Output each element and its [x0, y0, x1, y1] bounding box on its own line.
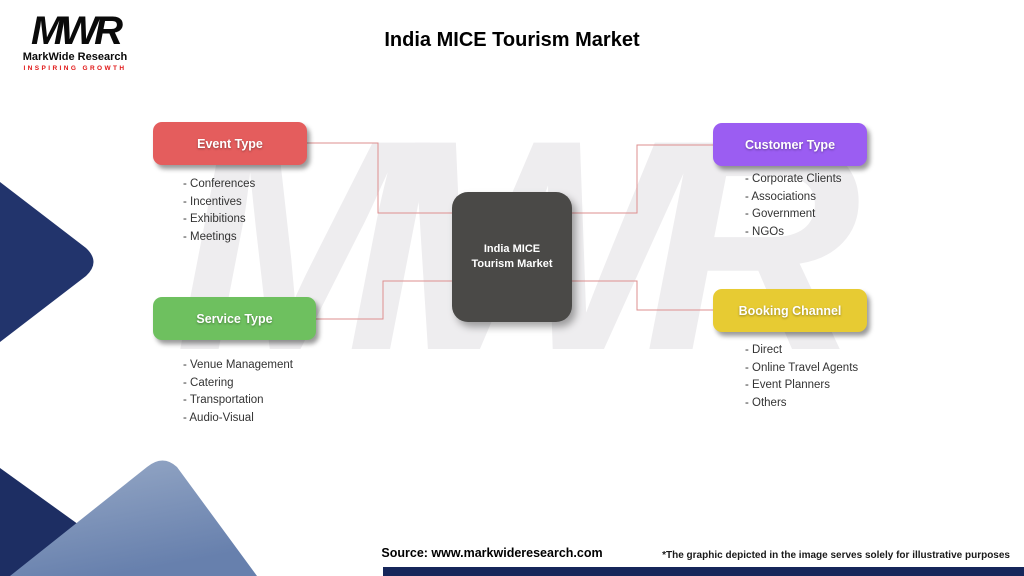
list-item: - Corporate Clients: [745, 173, 842, 185]
list-item: - Online Travel Agents: [745, 361, 859, 374]
list-item: - Direct: [745, 344, 783, 356]
list-item: - Incentives: [183, 195, 242, 208]
disclaimer-text: *The graphic depicted in the image serve…: [662, 550, 1010, 561]
node-booking-channel: Booking Channel: [713, 289, 867, 332]
list-item: - Catering: [183, 376, 234, 389]
node-event-type: Event Type: [153, 122, 307, 165]
page-title: India MICE Tourism Market: [384, 29, 640, 51]
list-item: - Venue Management: [183, 359, 293, 371]
source-text: Source: www.markwideresearch.com: [381, 546, 603, 560]
central-node-label: India MICE Tourism Market: [471, 243, 553, 270]
left-navy-triangle: [0, 182, 94, 342]
list-item: - Others: [745, 396, 787, 409]
event-type-list: - Conferences - Incentives - Exhibitions…: [183, 176, 255, 246]
node-customer-type: Customer Type: [713, 123, 867, 166]
list-item: - NGOs: [745, 225, 784, 238]
booking-channel-list: - Direct - Online Travel Agents - Event …: [745, 342, 858, 412]
list-item: - Government: [745, 208, 816, 221]
node-service-type: Service Type: [153, 297, 316, 340]
markwide-logo: MWR MarkWide Research Inspiring Growth: [20, 9, 130, 72]
list-item: - Event Planners: [745, 379, 831, 392]
list-item: - Audio-Visual: [183, 411, 254, 424]
logo-tagline: Inspiring Growth: [23, 65, 127, 72]
service-type-list: - Venue Management - Catering - Transpor…: [183, 357, 293, 427]
logo-monogram: MWR: [31, 9, 123, 53]
customer-type-list: - Corporate Clients - Associations - Gov…: [745, 171, 842, 241]
list-item: - Associations: [745, 190, 816, 203]
list-item: - Exhibitions: [183, 213, 246, 226]
list-item: - Conferences: [183, 178, 256, 190]
logo-company-name: MarkWide Research: [22, 51, 128, 63]
bottom-navy-strip: [383, 567, 1024, 576]
central-node: India MICE Tourism Market: [452, 192, 572, 322]
list-item: - Meetings: [183, 230, 237, 243]
list-item: - Transportation: [183, 394, 264, 407]
